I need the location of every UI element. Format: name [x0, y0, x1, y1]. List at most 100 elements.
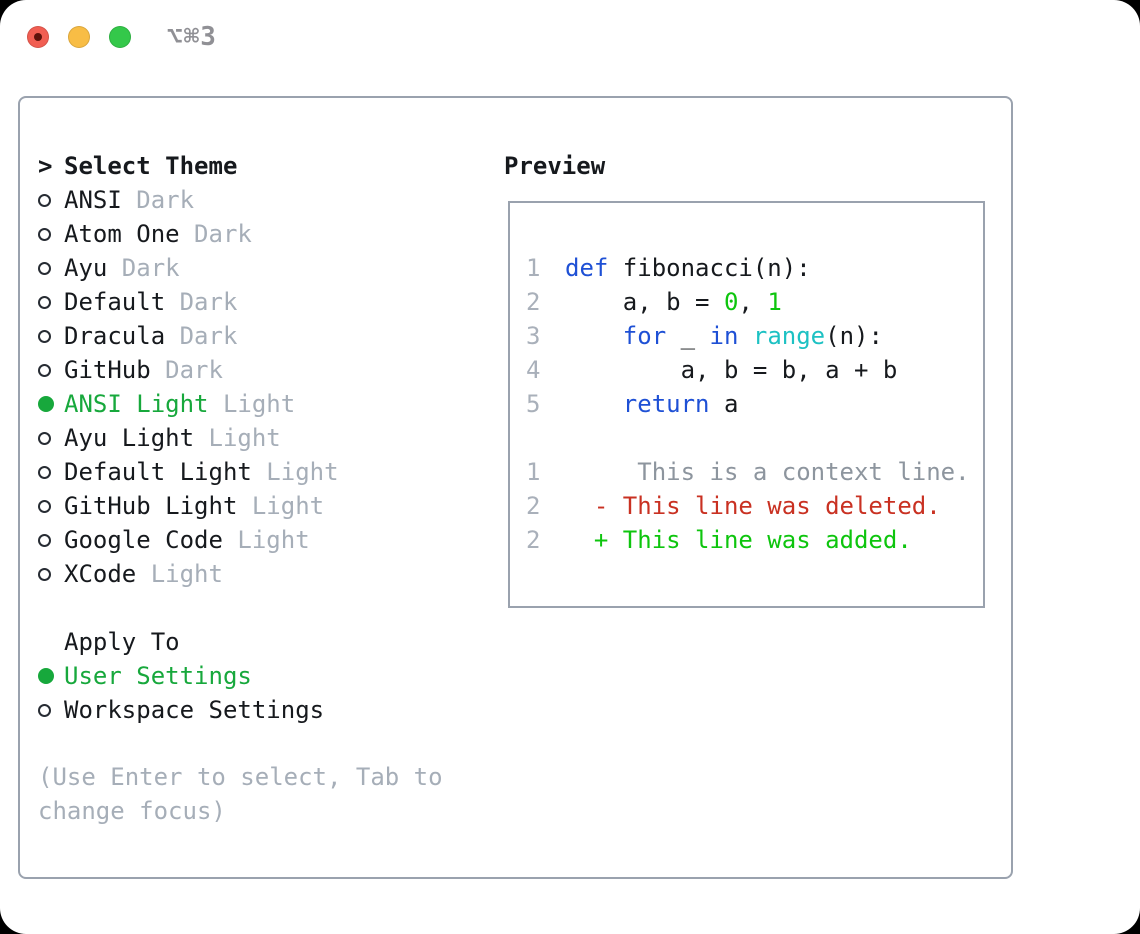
code-line: 2 - This line was deleted.: [526, 489, 983, 523]
option-variant-label: Dark: [150, 356, 223, 384]
line-content: a, b = 0, 1: [565, 288, 782, 316]
theme-option[interactable]: XCode Light: [38, 557, 339, 591]
line-number: 3: [526, 322, 541, 350]
option-variant-label: Dark: [107, 254, 180, 282]
apply-to-title: Apply To: [64, 628, 180, 656]
option-label: Workspace Settings: [64, 696, 325, 724]
line-number: 2: [526, 492, 541, 520]
option-variant-label: Light: [136, 560, 223, 588]
minimize-button[interactable]: [68, 26, 90, 48]
code-line: 3 for _ in range(n):: [526, 319, 983, 353]
radio-icon: [38, 261, 64, 275]
code-line: 4 a, b = b, a + b: [526, 353, 983, 387]
line-content: a, b = b, a + b: [565, 356, 898, 384]
option-label: GitHub: [64, 356, 151, 384]
option-label: Default Light: [64, 458, 252, 486]
radio-icon: [38, 499, 64, 513]
option-variant-label: Light: [251, 458, 339, 486]
preview-title: Preview: [504, 152, 606, 180]
theme-option[interactable]: ANSI Light Light: [38, 387, 339, 421]
radio-icon: [38, 465, 64, 479]
theme-option[interactable]: Default Dark: [38, 285, 339, 319]
line-content: This is a context line.: [565, 458, 970, 486]
theme-option[interactable]: Atom One Dark: [38, 217, 339, 251]
option-variant-label: Dark: [121, 186, 195, 214]
theme-option[interactable]: Default Light Light: [38, 455, 339, 489]
line-number: 4: [526, 356, 541, 384]
radio-icon: [38, 295, 64, 309]
radio-icon: [38, 431, 64, 445]
option-label: ANSI Light: [64, 390, 209, 418]
theme-option[interactable]: GitHub Dark: [38, 353, 339, 387]
help-text: (Use Enter to select, Tab to change focu…: [38, 763, 443, 825]
line-content: + This line was added.: [565, 526, 912, 554]
theme-option[interactable]: Dracula Dark: [38, 319, 339, 353]
select-theme-title: Select Theme: [64, 152, 238, 180]
theme-option[interactable]: Ayu Dark: [38, 251, 339, 285]
focus-caret-icon: >: [38, 152, 53, 180]
option-label: ANSI: [64, 186, 122, 214]
option-variant-label: Light: [237, 492, 325, 520]
code-line: 5 return a: [526, 387, 983, 421]
option-label: Ayu Light: [64, 424, 195, 452]
radio-icon: [38, 363, 64, 377]
titlebar: ⌥⌘3: [27, 22, 217, 52]
option-label: Default: [64, 288, 166, 316]
option-variant-label: Dark: [165, 322, 238, 350]
traffic-lights: [27, 26, 131, 48]
select-theme-header: > Select Theme: [38, 149, 339, 183]
radio-icon: [38, 193, 64, 207]
apply-to-header: Apply To: [38, 625, 339, 659]
line-content: def fibonacci(n):: [565, 254, 811, 282]
apply-option[interactable]: Workspace Settings: [38, 693, 339, 727]
option-label: Atom One: [64, 220, 180, 248]
theme-option[interactable]: Google Code Light: [38, 523, 339, 557]
close-modified-dot-icon: [34, 33, 42, 41]
radio-icon: [38, 227, 64, 241]
radio-icon: [38, 329, 64, 343]
theme-option[interactable]: GitHub Light Light: [38, 489, 339, 523]
option-label: User Settings: [64, 662, 252, 690]
line-content: return a: [622, 390, 739, 418]
zoom-button[interactable]: [109, 26, 131, 48]
code-line: 1 This is a context line.: [526, 455, 983, 489]
line-number: [526, 421, 565, 455]
line-content: for _ in range(n):: [622, 322, 883, 350]
option-label: Dracula: [64, 322, 166, 350]
line-content: - This line was deleted.: [565, 492, 941, 520]
line-number: 1: [526, 458, 541, 486]
code-line: [526, 421, 983, 455]
option-label: Google Code: [64, 526, 223, 554]
option-label: GitHub Light: [64, 492, 238, 520]
option-variant-label: Dark: [165, 288, 238, 316]
code-line: 2 a, b = 0, 1: [526, 285, 983, 319]
option-label: Ayu: [64, 254, 108, 282]
radio-selected-icon: [38, 668, 64, 684]
option-variant-label: Dark: [179, 220, 252, 248]
theme-option[interactable]: Ayu Light Light: [38, 421, 339, 455]
radio-icon: [38, 533, 64, 547]
radio-icon: [38, 703, 64, 717]
option-variant-label: Light: [208, 390, 296, 418]
line-number: 5: [526, 390, 541, 418]
radio-selected-icon: [38, 396, 64, 412]
option-variant-label: Light: [222, 526, 310, 554]
close-button[interactable]: [27, 26, 49, 48]
option-variant-label: Light: [194, 424, 281, 452]
line-number: 2: [526, 288, 541, 316]
option-label: XCode: [64, 560, 137, 588]
code-line: 2 + This line was added.: [526, 523, 983, 557]
line-number: 1: [526, 254, 541, 282]
window-title: ⌥⌘3: [167, 22, 217, 52]
apply-option[interactable]: User Settings: [38, 659, 339, 693]
code-line: 1 def fibonacci(n):: [526, 251, 983, 285]
line-number: 2: [526, 526, 541, 554]
theme-option[interactable]: ANSI Dark: [38, 183, 339, 217]
